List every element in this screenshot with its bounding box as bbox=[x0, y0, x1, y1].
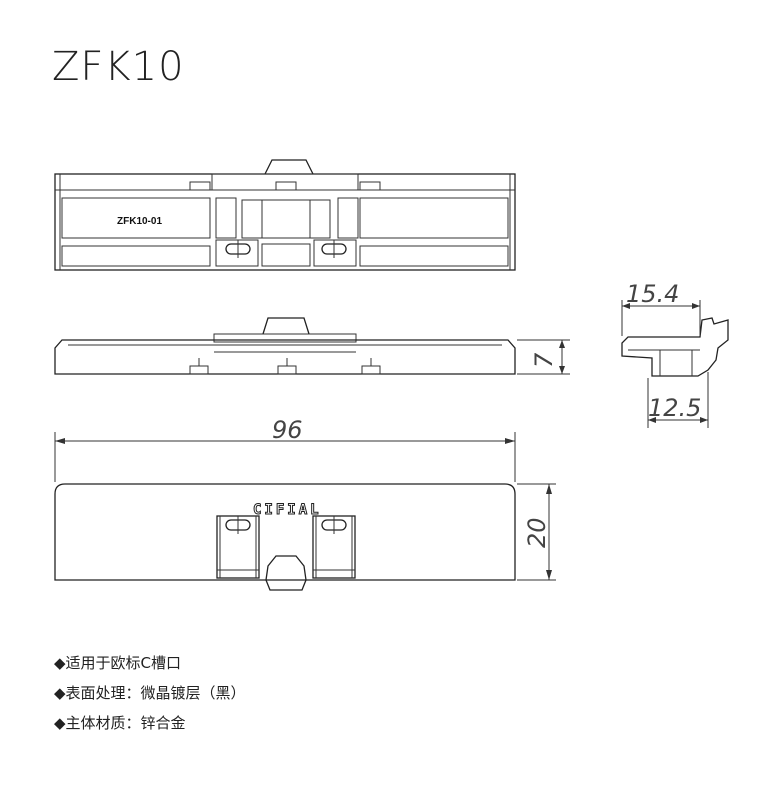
brand-mark: CIFIAL bbox=[253, 502, 322, 518]
profile-view: 15.4 12.5 bbox=[621, 280, 729, 428]
note-item: ◆适用于欧标C槽口 bbox=[54, 654, 182, 672]
length-dimension: 96 bbox=[272, 416, 303, 444]
part-label: ZFK10-01 bbox=[117, 216, 162, 227]
front-view: 96 20 CIFIAL bbox=[54, 416, 556, 591]
height-dimension: 7 bbox=[530, 352, 558, 368]
page-title: ZFK10 bbox=[52, 44, 185, 90]
notes-list: ◆适用于欧标C槽口 ◆表面处理：微晶镀层（黑） ◆主体材质：锌合金 bbox=[54, 652, 246, 742]
note-item: ◆主体材质：锌合金 bbox=[54, 714, 186, 732]
width-dimension: 20 bbox=[523, 517, 551, 548]
note-item: ◆表面处理：微晶镀层（黑） bbox=[54, 684, 246, 702]
side-view: 7 bbox=[54, 317, 570, 375]
profile-bottom-dimension: 12.5 bbox=[648, 394, 701, 422]
profile-top-dimension: 15.4 bbox=[626, 280, 679, 308]
top-view: ZFK10-01 bbox=[54, 159, 516, 271]
